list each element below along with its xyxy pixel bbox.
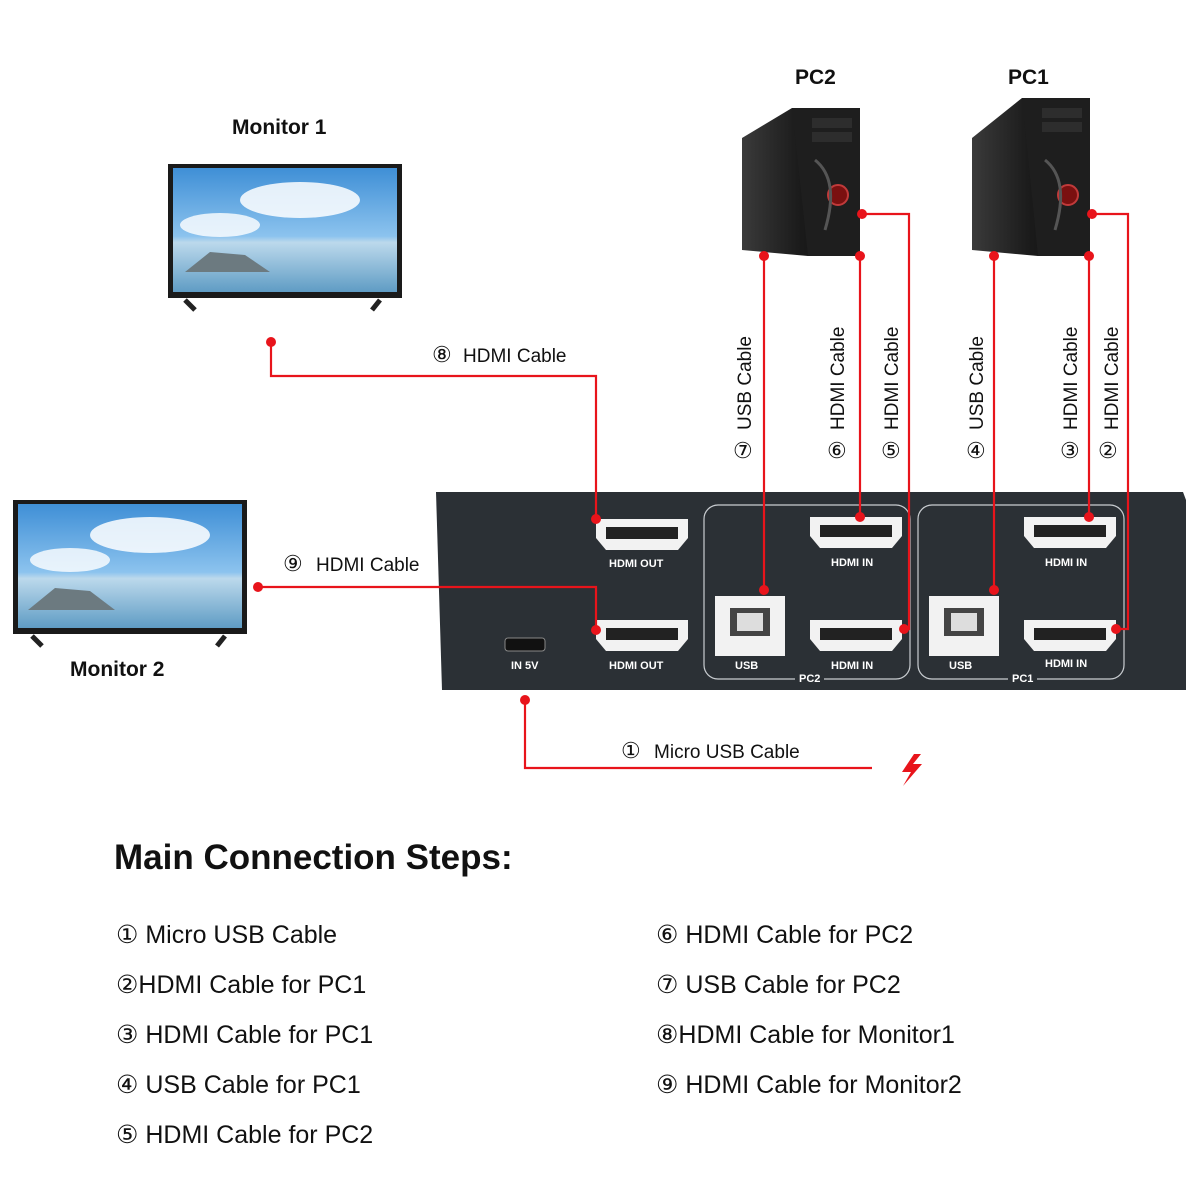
cable-5-label: HDMI Cable bbox=[882, 326, 903, 430]
cable-2-number: ② bbox=[1098, 438, 1118, 463]
step-item: ③ HDMI Cable for PC1 bbox=[116, 1021, 374, 1049]
hdmi-out-2-label: HDMI OUT bbox=[609, 660, 664, 672]
step-item: ⑧HDMI Cable for Monitor1 bbox=[656, 1021, 955, 1049]
cable-3-label: HDMI Cable bbox=[1061, 326, 1082, 430]
pc2-hdmi-in-top-label: HDMI IN bbox=[831, 557, 874, 569]
in-5v-label: IN 5V bbox=[511, 660, 539, 672]
cable-8-label: HDMI Cable bbox=[463, 346, 567, 367]
cable-1-tag: ① Micro USB Cable bbox=[621, 738, 800, 764]
cable-9-tag: ⑨ HDMI Cable bbox=[283, 551, 420, 577]
cable-2-label: HDMI Cable bbox=[1102, 326, 1123, 430]
connection-diagram bbox=[13, 98, 1186, 786]
cable-6-label: HDMI Cable bbox=[828, 326, 849, 430]
pc2-hdmi-in-top-port bbox=[810, 517, 902, 548]
cable-4-label: USB Cable bbox=[967, 336, 988, 430]
cable-8-number: ⑧ bbox=[432, 342, 452, 367]
pc1-usb-port bbox=[929, 596, 999, 656]
cable-8-line bbox=[269, 342, 598, 519]
cable-1-label: Micro USB Cable bbox=[654, 742, 800, 763]
cable-7-label: USB Cable bbox=[735, 336, 756, 430]
cable-5-number: ⑤ bbox=[881, 438, 901, 463]
pc1-tower bbox=[972, 98, 1090, 256]
monitor-1 bbox=[168, 164, 402, 312]
hdmi-out-port-2 bbox=[596, 620, 688, 651]
monitor-1-label: Monitor 1 bbox=[232, 116, 327, 139]
cable-7-number: ⑦ bbox=[733, 438, 753, 463]
cable-1-line bbox=[523, 700, 872, 770]
cable-4-number: ④ bbox=[966, 438, 986, 463]
pc1-hdmi-in-bottom-label: HDMI IN bbox=[1045, 658, 1088, 670]
hdmi-out-port-1 bbox=[596, 519, 688, 550]
step-item: ⑥ HDMI Cable for PC2 bbox=[656, 921, 914, 949]
step-item: ① Micro USB Cable bbox=[116, 921, 338, 949]
steps-title: Main Connection Steps: bbox=[114, 838, 513, 877]
pc1-group-label: PC1 bbox=[1008, 673, 1038, 685]
cable-9-label: HDMI Cable bbox=[316, 555, 420, 576]
hdmi-out-1-label: HDMI OUT bbox=[609, 558, 664, 570]
pc2-tower bbox=[742, 108, 860, 256]
pc2-usb-label: USB bbox=[735, 660, 759, 672]
pc2-hdmi-in-bottom-label: HDMI IN bbox=[831, 660, 874, 672]
step-item: ④ USB Cable for PC1 bbox=[116, 1071, 361, 1099]
pc1-label: PC1 bbox=[1008, 66, 1049, 89]
pc1-hdmi-in-top-label: HDMI IN bbox=[1045, 557, 1088, 569]
pc1-hdmi-in-top-port bbox=[1024, 517, 1116, 548]
lightning-bolt-icon bbox=[902, 754, 922, 786]
cable-9-line bbox=[258, 585, 598, 630]
cable-lines bbox=[258, 212, 1130, 770]
step-item: ⑦ USB Cable for PC2 bbox=[656, 971, 901, 999]
step-item: ⑤ HDMI Cable for PC2 bbox=[116, 1121, 374, 1149]
pc2-group-label: PC2 bbox=[795, 673, 825, 685]
step-item: ⑨ HDMI Cable for Monitor2 bbox=[656, 1071, 962, 1099]
cable-2-line bbox=[1092, 212, 1130, 631]
cable-3-number: ③ bbox=[1060, 438, 1080, 463]
cable-8-tag: ⑧ HDMI Cable bbox=[432, 342, 567, 368]
cable-6-number: ⑥ bbox=[827, 438, 847, 463]
micro-usb-port bbox=[504, 637, 546, 652]
cable-9-number: ⑨ bbox=[283, 551, 303, 576]
step-item: ②HDMI Cable for PC1 bbox=[116, 971, 367, 999]
pc2-usb-port bbox=[715, 596, 785, 656]
pc1-usb-label: USB bbox=[949, 660, 973, 672]
monitor-2 bbox=[13, 500, 247, 648]
cable-endpoints bbox=[253, 209, 1121, 705]
cable-1-number: ① bbox=[621, 738, 641, 763]
pc2-label: PC2 bbox=[795, 66, 836, 89]
pc2-hdmi-in-bottom-port bbox=[810, 620, 902, 651]
monitor-2-label: Monitor 2 bbox=[70, 658, 165, 681]
pc1-hdmi-in-bottom-port bbox=[1024, 620, 1116, 651]
